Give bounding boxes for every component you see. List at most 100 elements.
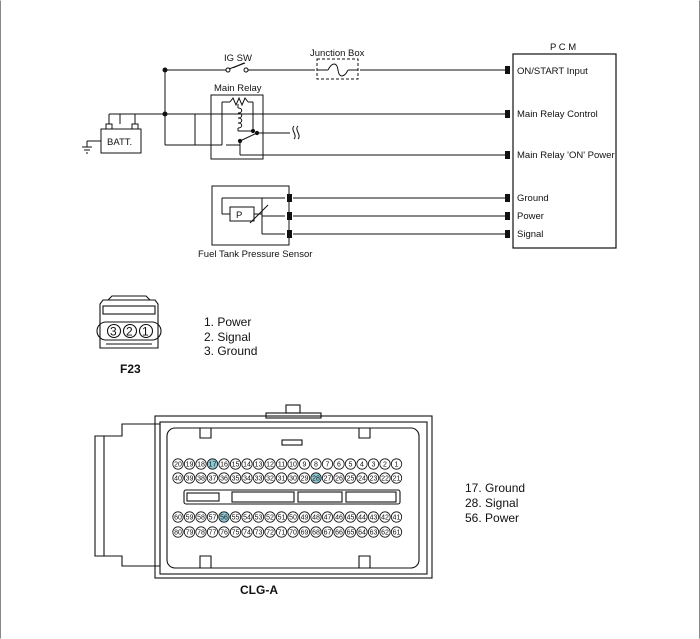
clga-cavity-number: 22 (381, 476, 389, 483)
clga-cavity-number: 60 (174, 515, 182, 522)
clga-pin-28: 28. Signal (465, 496, 518, 510)
clga-cavity-number: 17 (209, 462, 217, 469)
clga-cavity-79 (183, 526, 196, 538)
clga-cavity-31 (275, 472, 288, 484)
clga-cavity-number: 39 (186, 476, 194, 483)
clga-cavity-62 (379, 526, 391, 538)
clga-cavity-35 (229, 472, 242, 484)
clga-cavity-number: 70 (289, 530, 297, 537)
clga-cavity-number: 42 (381, 515, 389, 522)
clga-cavity-number: 6 (337, 462, 341, 469)
clga-cavity-number: 74 (243, 530, 251, 537)
clga-cavity-58 (195, 511, 207, 523)
clga-cavity-number: 31 (278, 476, 286, 483)
clga-cavity-number: 23 (370, 476, 378, 483)
clga-cavity-number: 27 (324, 476, 332, 483)
pcm-pin-relay-control: Main Relay Control (517, 109, 598, 120)
clga-connector (94, 404, 433, 579)
clga-cavity-48 (310, 511, 322, 523)
clga-cavity-number: 8 (314, 462, 318, 469)
clga-cavity-53 (252, 511, 265, 523)
clga-cavity-66 (333, 526, 345, 538)
clga-cavity-55 (229, 511, 242, 523)
junction-box (316, 58, 359, 80)
clga-cavity-number: 78 (197, 530, 205, 537)
f23-connector (96, 295, 162, 349)
clga-cavity-number: 28 (312, 476, 320, 483)
clga-cavity-19 (183, 458, 196, 470)
clga-cavity-54 (241, 511, 253, 523)
clga-cavity-29 (298, 472, 311, 484)
clga-cavity-43 (367, 511, 380, 523)
clga-cavity-number: 64 (358, 530, 366, 537)
f23-pin-3: 3. Ground (204, 344, 257, 358)
clga-cavity-9 (298, 458, 311, 470)
clga-cavity-77 (206, 526, 219, 538)
clga-cavity-number: 49 (301, 515, 309, 522)
clga-cavity-5 (344, 458, 357, 470)
clga-cavity-number: 44 (358, 515, 366, 522)
pcm-pin-on-start: ON/START Input (517, 66, 588, 77)
pcm-pin-signal: Signal (517, 229, 543, 240)
clga-cavity-number: 46 (335, 515, 343, 522)
relay-coil-icon (237, 107, 243, 129)
clga-cavity-11 (275, 458, 288, 470)
clga-cavity-49 (298, 511, 311, 523)
clga-cavity-46 (333, 511, 345, 523)
clga-cavity-number: 14 (243, 462, 251, 469)
clga-cavity-number: 24 (358, 476, 366, 483)
clga-cavity-36 (218, 472, 230, 484)
clga-cavity-33 (252, 472, 265, 484)
clga-cavity-37 (206, 472, 219, 484)
clga-cavity-51 (275, 511, 288, 523)
f23-cavity-3: 3 (110, 325, 117, 339)
clga-cavity-8 (310, 458, 322, 470)
f23-title: F23 (120, 362, 141, 376)
clga-cavity-number: 71 (278, 530, 286, 537)
clga-cavity-56 (218, 511, 230, 523)
fuse-icon (327, 63, 349, 77)
clga-cavity-80 (172, 526, 184, 538)
clga-cavity-number: 15 (232, 462, 240, 469)
clga-cavity-67 (321, 526, 334, 538)
clga-cavity-10 (287, 458, 299, 470)
clga-cavity-28 (310, 472, 322, 484)
clga-cavity-number: 72 (266, 530, 274, 537)
f23-cavity-2: 2 (126, 325, 133, 339)
clga-cavity-22 (379, 472, 391, 484)
clga-cavity-number: 33 (255, 476, 263, 483)
clga-cavity-1 (390, 458, 403, 470)
clga-cavity-number: 25 (347, 476, 355, 483)
f23-pin-2: 2. Signal (204, 330, 251, 344)
clga-cavity-61 (390, 526, 403, 538)
clga-cavity-number: 7 (326, 462, 330, 469)
clga-cavity-74 (241, 526, 253, 538)
battery-label: BATT. (107, 137, 132, 148)
clga-cavity-number: 43 (370, 515, 378, 522)
clga-cavity-number: 56 (220, 515, 228, 522)
clga-cavity-4 (356, 458, 368, 470)
clga-cavity-6 (333, 458, 345, 470)
clga-cavity-7 (321, 458, 334, 470)
clga-cavity-number: 63 (370, 530, 378, 537)
clga-cavity-76 (218, 526, 230, 538)
clga-cavity-number: 38 (197, 476, 205, 483)
clga-title: CLG-A (240, 583, 278, 597)
clga-cavity-number: 4 (360, 462, 364, 469)
battery-terminal (131, 123, 139, 130)
f23-pin-1: 1. Power (204, 315, 251, 329)
clga-cavity-number: 29 (301, 476, 309, 483)
clga-cavity-32 (264, 472, 276, 484)
sensor-label: Fuel Tank Pressure Sensor (198, 249, 312, 260)
clga-cavity-number: 13 (255, 462, 263, 469)
clga-cavity-number: 1 (395, 462, 399, 469)
clga-cavity-number: 9 (303, 462, 307, 469)
clga-cavity-25 (344, 472, 357, 484)
clga-cavity-72 (264, 526, 276, 538)
junction-box-label: Junction Box (310, 48, 365, 59)
clga-cavity-23 (367, 472, 380, 484)
clga-cavity-number: 65 (347, 530, 355, 537)
clga-cavity-number: 57 (209, 515, 217, 522)
main-relay-box (210, 94, 264, 160)
